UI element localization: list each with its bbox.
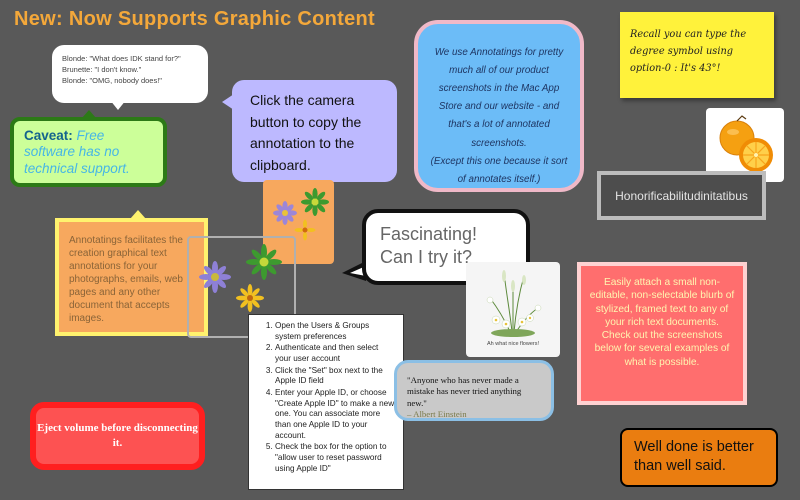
dialog-bubble-tail [110,100,126,110]
list-item: Check the box for the option to "allow u… [275,442,395,474]
honorific-label[interactable]: Honorificabilitudinitatibus [597,171,766,220]
flowers-caption: Ah what nice flowers! [487,341,539,347]
page-title: New: Now Supports Graphic Content [14,8,376,30]
quote-text: "Anyone who has never made a mistake has… [407,375,522,408]
dialog-line: Brunette: "I don't know." [62,64,142,74]
yellow-daisy-icon[interactable] [236,284,264,312]
camera-bubble-tail [222,94,234,110]
camera-annotation[interactable]: Click the camera button to copy the anno… [232,80,397,182]
caveat-separator: : [68,128,77,143]
dialog-bubble[interactable]: Blonde: "What does IDK stand for?" Brune… [52,45,208,103]
wildflowers-icon [486,270,542,337]
wildflowers-photo[interactable]: Ah what nice flowers! [466,262,560,357]
facilitates-annotation[interactable]: Annotatings facilitates the creation gra… [55,218,208,336]
oranges-photo[interactable] [706,108,784,182]
green-daisy-icon[interactable] [246,244,282,280]
caveat-annotation[interactable]: Caveat: Free software has no technical s… [10,117,167,187]
blue-note-aside: (Except this one because it sort of anno… [430,155,568,185]
oranges-icon [719,115,773,172]
dialog-line: Blonde: "OMG, nobody does!" [62,75,162,85]
list-item: Open the Users & Groups system preferenc… [275,321,395,342]
sticky-note[interactable]: Recall you can type the degree symbol us… [620,12,774,98]
facilitates-bubble-tail [130,210,146,219]
purple-daisy-icon[interactable] [198,260,232,294]
list-item: Click the "Set" box next to the Apple ID… [275,366,395,387]
einstein-quote[interactable]: "Anyone who has never made a mistake has… [394,360,554,421]
fascinating-bubble[interactable]: Fascinating! Can I try it? [362,209,530,285]
well-done-note[interactable]: Well done is better than well said. [620,428,778,487]
eject-warning[interactable]: Eject volume before disconnecting it. [30,402,205,470]
selection-rectangle[interactable] [187,236,296,338]
instructions-list[interactable]: Open the Users & Groups system preferenc… [248,314,404,490]
daisy-flowers-icon [273,188,329,241]
blue-note-main: We use Annotatings for pretty much all o… [434,47,564,149]
easy-attach-follow: Check out the screenshots below for seve… [594,330,730,368]
list-item: Enter your Apple ID, or choose "Create A… [275,388,395,441]
caveat-bubble-tail [82,110,96,118]
dialog-line: Blonde: "What does IDK stand for?" [62,54,181,63]
flower-tile-image[interactable] [263,180,334,264]
caveat-lead: Caveat [24,128,69,143]
list-item: Authenticate and then select your user a… [275,343,395,364]
mac-app-store-note[interactable]: We use Annotatings for pretty much all o… [414,20,584,192]
easy-attach-main: Easily attach a small non-editable, non-… [589,277,735,328]
easy-attach-note[interactable]: Easily attach a small non-editable, non-… [577,262,747,405]
caveat-text: Free software has no technical support. [24,128,130,176]
quote-author: – Albert Einstein [407,409,467,420]
